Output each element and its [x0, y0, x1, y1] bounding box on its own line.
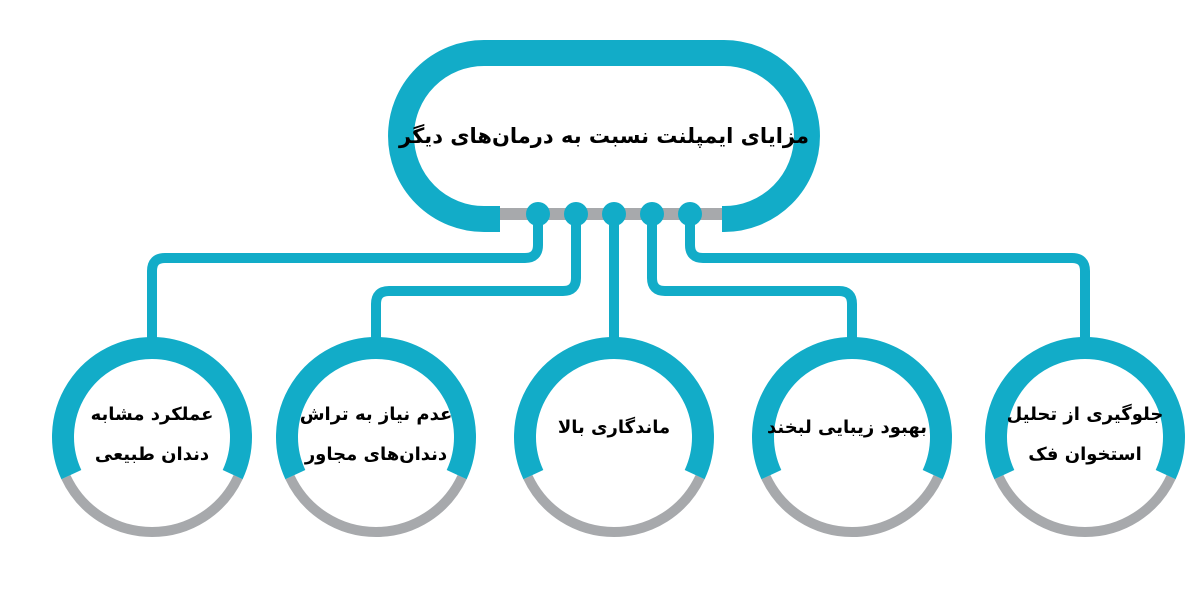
node-3-label: ماندگاری بالا [529, 408, 699, 448]
node-5-line2: استخوان فک [1028, 444, 1142, 465]
node-1-label: عملکرد مشابه دندان طبیعی [67, 395, 237, 475]
node-1-ring-gray [61, 475, 243, 537]
node-4-label: بهبود زیبایی لبخند [762, 408, 932, 448]
node-2-ring-accent [276, 337, 476, 480]
dot-5 [678, 202, 702, 226]
dot-4 [640, 202, 664, 226]
node-2-label: عدم نیاز به تراش دندان‌های مجاور [291, 395, 461, 475]
node-5-line1: جلوگیری از تحلیل [1006, 404, 1164, 425]
node-2-line2: دندان‌های مجاور [304, 444, 448, 465]
connector-5 [685, 214, 1090, 340]
node-4-ring-gray [761, 475, 943, 537]
node-2-ring-gray [285, 475, 467, 537]
diagram-title: مزایای ایمپلنت نسبت به درمان‌های دیگر [399, 124, 809, 148]
node-3-line1: ماندگاری بالا [557, 417, 671, 438]
connector-4 [647, 214, 857, 340]
node-5-ring-gray [994, 475, 1176, 537]
node-1-line1: عملکرد مشابه [90, 404, 214, 425]
node-3-ring-accent [514, 337, 714, 480]
title-pill-frame [388, 40, 820, 232]
node-3-ring-gray [523, 475, 705, 537]
dot-1 [526, 202, 550, 226]
connector-dots [526, 202, 702, 226]
dot-3 [602, 202, 626, 226]
connector-1 [147, 214, 543, 340]
node-5-ring-accent [985, 337, 1185, 480]
connector-2 [371, 214, 581, 340]
node-5-label: جلوگیری از تحلیل استخوان فک [1000, 395, 1170, 475]
dot-2 [564, 202, 588, 226]
node-4-line1: بهبود زیبایی لبخند [766, 417, 928, 438]
node-2-line1: عدم نیاز به تراش [299, 404, 453, 425]
node-4-ring-accent [752, 337, 952, 480]
connector-lines [147, 214, 1090, 340]
node-1-ring-accent [52, 337, 252, 480]
node-1-line2: دندان طبیعی [94, 444, 210, 465]
